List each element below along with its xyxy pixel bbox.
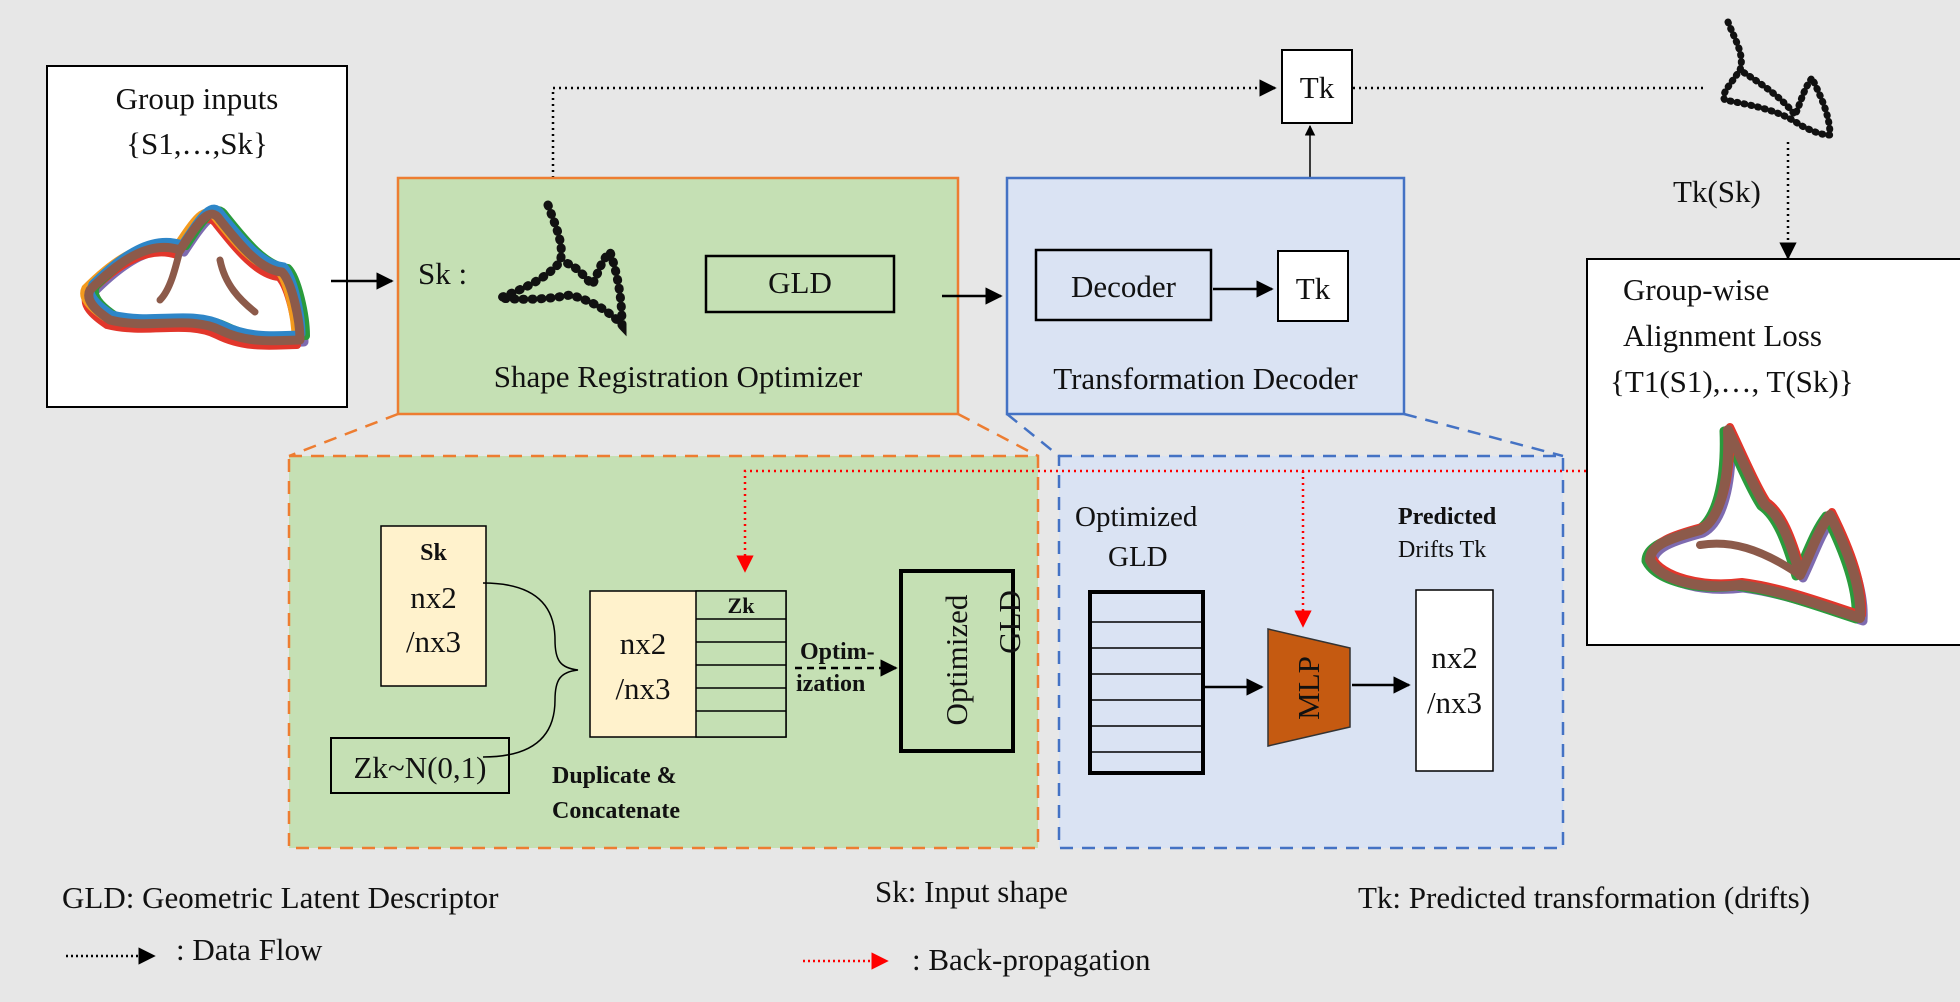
zk-noise-box [330,737,510,794]
optimized-gld-vertical-2: GLD [992,590,1027,654]
zk-header: Zk [727,593,755,618]
zk-noise-label: Zk~N(0,1) [353,750,487,785]
alignment-line3: {T1(S1),…, T(Sk)} [1610,364,1854,399]
aligned-shape-icon [1720,18,1834,139]
backprop-arrow-to-zk [736,469,1586,573]
legend-data-flow: : Data Flow [176,932,323,967]
sk-input-box [380,525,487,687]
output-line2: /nx3 [1426,685,1483,720]
group-inputs-set: {S1,…,Sk} [126,126,268,161]
orange-zoom-line-right [957,412,1039,458]
duplicate-label-1: Duplicate & [552,763,677,789]
optimized-gld-vertical-1: Optimized [939,594,974,726]
predicted-label-1: Predicted [1398,504,1497,530]
zk-column [695,590,787,738]
sk-shape-icon [498,200,627,337]
shape-registration-panel [396,176,960,416]
mlp-block [1267,628,1351,747]
opt-gld-label-2: GLD [1108,541,1168,573]
concat-line1: nx2 [619,626,667,661]
legend-back-propagation: : Back-propagation [912,942,1151,977]
gld-label: GLD [768,265,832,300]
predicted-label-2: Drifts Tk [1398,537,1487,563]
blue-zoom-line-left [1006,413,1060,457]
decoder-tk-label: Tk [1295,271,1331,306]
duplicate-label-2: Concatenate [552,798,680,824]
gld-box [704,254,896,314]
blue-zoom-line-right [1403,412,1564,458]
group-inputs-title: Group inputs [115,81,279,116]
legend-sk-definition: Sk: Input shape [875,874,1068,909]
alignment-line1: Group-wise [1623,272,1770,307]
sk-box-title: Sk [420,540,447,566]
sk-box-line2: /nx3 [405,624,462,659]
decoder-tk-box [1277,250,1349,322]
data-flow-to-top-tk [551,79,1277,178]
top-tk-box [1281,49,1353,124]
concatenate-brace [482,582,579,758]
sk-box-line1: nx2 [410,580,457,615]
optimization-label-2: ization [796,671,866,697]
sk-label: Sk : [418,256,468,291]
opt-gld-label-1: Optimized [1075,501,1198,533]
decoder-box [1034,248,1213,322]
legend-tk-definition: Tk: Predicted transformation (drifts) [1358,880,1810,915]
legend-gld-definition: GLD: Geometric Latent Descriptor [62,880,499,915]
tk-sk-label: Tk(Sk) [1673,174,1761,209]
mlp-label: MLP [1291,656,1326,720]
registration-title: Shape Registration Optimizer [493,359,863,394]
decoder-title: Transformation Decoder [1053,361,1358,396]
overlaid-shapes-icon [80,204,310,350]
aligned-group-shapes-icon [1641,423,1868,626]
concat-line2: /nx3 [615,671,671,706]
optimized-gld-stack [1088,590,1205,775]
decoder-label: Decoder [1071,269,1176,304]
top-tk-label: Tk [1299,70,1335,105]
orange-zoom-line-left [288,412,399,458]
alignment-line2: Alignment Loss [1623,318,1822,353]
optimized-gld-box [899,569,1015,753]
output-drift-box [1415,589,1494,772]
output-line1: nx2 [1431,640,1478,675]
optimization-label-1: Optim- [800,639,875,665]
alignment-loss-box [1586,258,1960,646]
